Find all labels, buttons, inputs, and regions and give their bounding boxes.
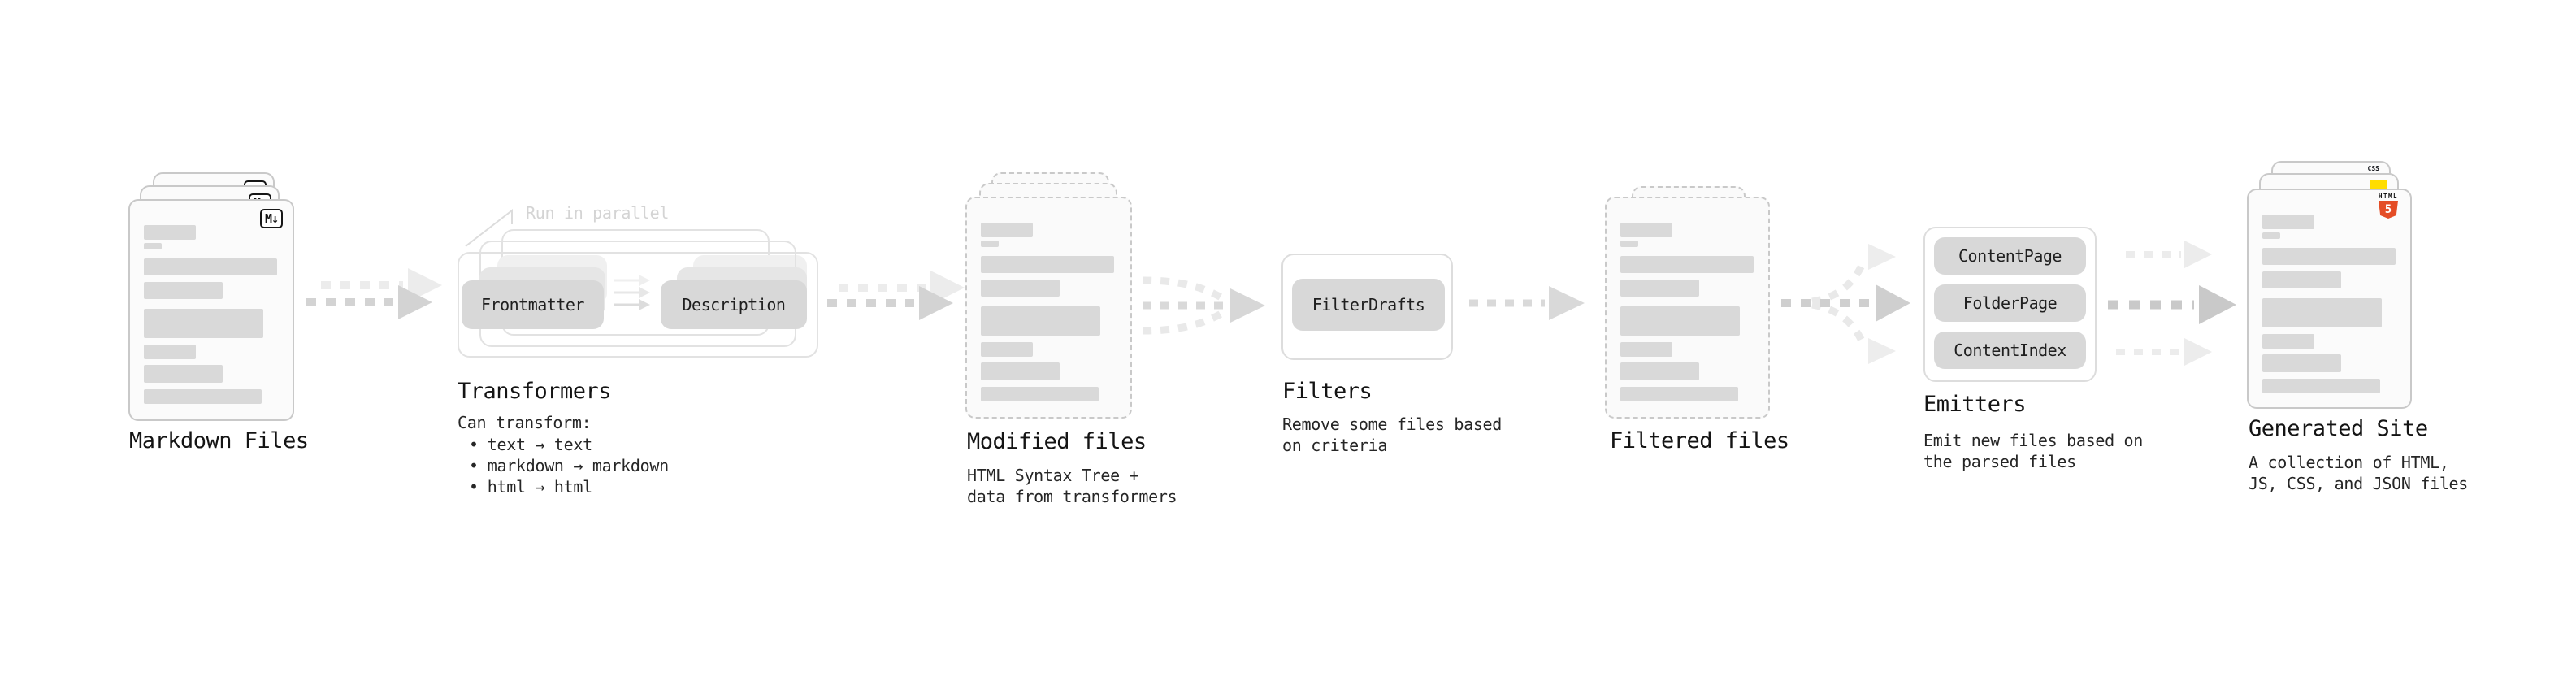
document-text-placeholder <box>1620 223 1754 401</box>
transform-bullet: • markdown → markdown <box>469 455 669 476</box>
bullet-icon: • <box>469 477 479 497</box>
generated-site-desc: A collection of HTML, JS, CSS, and JSON … <box>2249 452 2468 494</box>
generated-site-label: Generated Site <box>2249 416 2428 441</box>
text-line-placeholder <box>2262 271 2341 288</box>
css-icon-label: CSS <box>2367 165 2379 172</box>
arrow-filters-to-filtered <box>1469 286 1585 320</box>
filtered-files-label: Filtered files <box>1610 428 1789 453</box>
modified-files-label: Modified files <box>967 429 1147 454</box>
filters-desc-line: Remove some files based <box>1282 414 1503 434</box>
emitters-title: Emitters <box>1923 392 2027 417</box>
text-line-placeholder <box>1620 387 1738 401</box>
text-line-placeholder <box>981 223 1033 237</box>
emitters-desc-line: Emit new files based on <box>1923 431 2144 450</box>
text-line-placeholder <box>2262 215 2314 229</box>
arrow-markdown-to-transformers <box>306 268 442 319</box>
text-line-placeholder <box>144 389 262 404</box>
transform-bullet: • text → text <box>469 434 669 455</box>
text-line-placeholder <box>981 387 1099 401</box>
modified-file-card-front <box>965 197 1132 419</box>
text-line-placeholder <box>981 256 1114 273</box>
text-line-placeholder <box>144 309 263 338</box>
html5-file-icon: HTML 5 <box>2377 193 2400 219</box>
text-line-placeholder <box>981 342 1033 357</box>
bullet-text: markdown → markdown <box>487 456 669 475</box>
text-line-placeholder <box>144 365 223 383</box>
filters-desc: Remove some files based on criteria <box>1282 414 1502 456</box>
arrow-filtered-to-emitters-fanout <box>1781 244 1910 364</box>
transform-bullet: • html → html <box>469 476 669 497</box>
filters-desc-line: on criteria <box>1282 436 1388 455</box>
text-line-placeholder <box>144 345 196 359</box>
text-line-placeholder <box>1620 342 1672 357</box>
frontmatter-transformer-box: Frontmatter <box>462 280 604 329</box>
markdown-file-card-front: M↓ <box>128 199 294 421</box>
filters-title: Filters <box>1282 379 1373 404</box>
modified-files-desc: HTML Syntax Tree + data from transformer… <box>967 465 1177 507</box>
emitters-desc-line: the parsed files <box>1923 452 2076 471</box>
bullet-icon: • <box>469 456 479 475</box>
text-line-placeholder <box>1620 362 1699 380</box>
filterdrafts-box: FilterDrafts <box>1292 279 1445 331</box>
text-line-placeholder <box>981 362 1060 380</box>
text-line-placeholder <box>2262 334 2314 349</box>
html5-icon-number: 5 <box>2384 203 2392 216</box>
text-line-placeholder <box>1620 241 1638 247</box>
modified-files-desc-line: data from transformers <box>967 487 1177 506</box>
transformers-title: Transformers <box>458 379 612 404</box>
text-line-placeholder <box>1620 256 1754 273</box>
text-line-placeholder <box>981 241 999 247</box>
emitters-desc: Emit new files based on the parsed files <box>1923 430 2143 472</box>
text-line-placeholder <box>144 225 196 240</box>
document-text-placeholder <box>981 223 1114 401</box>
run-in-parallel-note: Run in parallel <box>526 203 670 223</box>
arrow-transformers-to-modified <box>827 271 965 320</box>
text-line-placeholder <box>2262 379 2380 393</box>
text-line-placeholder <box>2262 354 2341 372</box>
text-line-placeholder <box>144 282 223 299</box>
transformers-desc-heading: Can transform: <box>458 413 592 432</box>
text-line-placeholder <box>2262 248 2396 265</box>
markdown-icon: M↓ <box>259 209 283 228</box>
javascript-file-icon <box>2370 180 2387 189</box>
text-line-placeholder <box>981 306 1100 336</box>
text-line-placeholder <box>2262 232 2280 239</box>
description-transformer-box: Description <box>661 280 807 329</box>
markdown-files-label: Markdown Files <box>129 428 309 453</box>
folderpage-emitter-box: FolderPage <box>1934 284 2086 322</box>
text-line-placeholder <box>1620 223 1672 237</box>
arrow-emitters-to-generated <box>2108 241 2236 366</box>
filtered-file-card-front <box>1605 197 1770 419</box>
generated-site-desc-line: JS, CSS, and JSON files <box>2249 474 2469 493</box>
generated-site-desc-line: A collection of HTML, <box>2249 453 2449 472</box>
document-text-placeholder <box>144 225 277 404</box>
contentpage-emitter-box: ContentPage <box>1934 237 2086 275</box>
bullet-icon: • <box>469 435 479 454</box>
text-line-placeholder <box>1620 306 1740 336</box>
generated-site-card-front: HTML 5 <box>2247 189 2412 409</box>
text-line-placeholder <box>2262 298 2382 327</box>
arrow-modified-to-filters-merge <box>1142 276 1265 335</box>
transformers-bullet-list: • text → text • markdown → markdown • ht… <box>469 434 669 497</box>
text-line-placeholder <box>144 243 162 249</box>
html5-shield-icon: 5 <box>2379 201 2398 219</box>
bullet-text: html → html <box>487 477 592 497</box>
transformer-layer-front <box>458 252 818 358</box>
modified-files-desc-line: HTML Syntax Tree + <box>967 466 1139 485</box>
document-text-placeholder <box>2262 215 2396 393</box>
text-line-placeholder <box>144 258 277 275</box>
html5-icon-label: HTML <box>2378 193 2399 200</box>
contentindex-emitter-box: ContentIndex <box>1934 332 2086 369</box>
bullet-text: text → text <box>487 435 592 454</box>
text-line-placeholder <box>1620 280 1699 297</box>
text-line-placeholder <box>981 280 1060 297</box>
